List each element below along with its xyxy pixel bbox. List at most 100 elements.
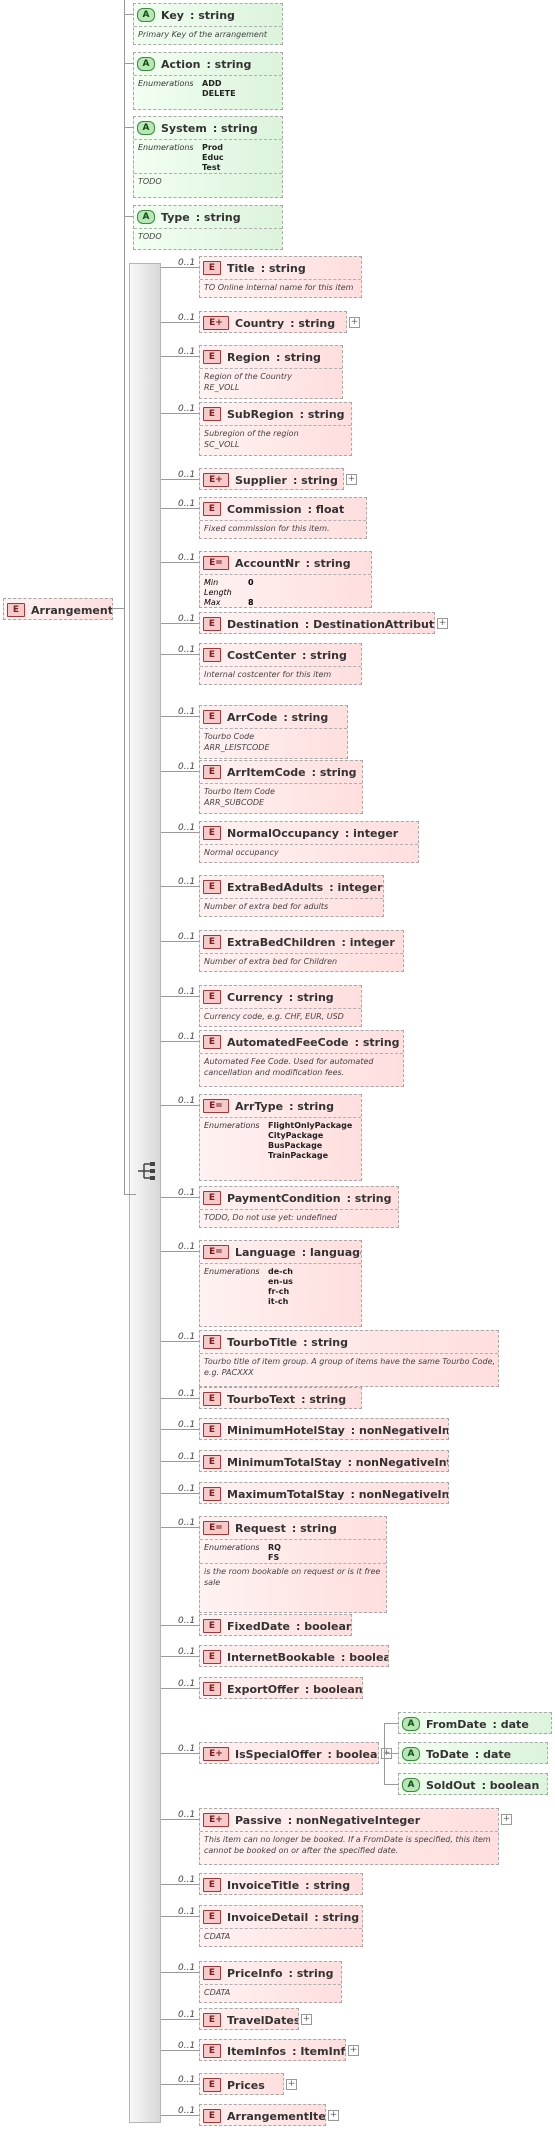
node-name: AccountNr (235, 556, 300, 570)
element-country[interactable]: E+Country: string (199, 311, 347, 333)
doc-line: Tourbo Item Code (204, 787, 275, 796)
enumeration-value: ADD (202, 79, 222, 88)
doc-line: is the room bookable on request or is it… (204, 1567, 381, 1576)
connector-line (161, 1656, 199, 1657)
expand-icon[interactable]: + (437, 618, 448, 629)
expand-icon[interactable]: + (286, 2079, 297, 2090)
occurrence-label: 0..1 (178, 1647, 196, 1657)
expand-icon[interactable]: + (346, 474, 357, 485)
documentation: TODO, Do not use yet: undefined (200, 1209, 398, 1225)
connector-line (161, 886, 199, 887)
node-type: : string (305, 556, 351, 570)
doc-line: Currency code, e.g. CHF, EUR, USD (204, 1012, 344, 1021)
connector-line (161, 479, 199, 480)
node-header: E=AccountNr: string (200, 552, 371, 574)
node-name: ArrItemCode (227, 765, 306, 779)
element-isspecialoffer[interactable]: E+IsSpecialOffer: boolean (199, 1742, 379, 1764)
element-arrangementitems[interactable]: EArrangementItems (199, 2104, 326, 2126)
element-supplier[interactable]: E+Supplier: string (199, 468, 344, 490)
occurrence-label: 0..1 (178, 1484, 196, 1494)
documentation: is the room bookable on request or is it… (200, 1563, 386, 1590)
element-icon: E (203, 826, 221, 840)
node-name: IsSpecialOffer (235, 1747, 322, 1761)
node-header: E+Supplier: string (200, 469, 343, 489)
occurrence-label: 0..1 (178, 614, 196, 624)
connector-line (161, 508, 199, 509)
element-icon: E (203, 1910, 221, 1924)
element-icon: E (203, 1455, 221, 1469)
node-type: : ItemInfos (292, 2044, 346, 2058)
node-name: Country (235, 316, 285, 330)
expand-icon[interactable]: + (348, 2045, 359, 2056)
occurrence-label: 0..1 (178, 2010, 196, 2020)
node-type: : string (206, 57, 252, 71)
element-icon: E (203, 1966, 221, 1980)
connector-line (161, 267, 199, 268)
element-icon: E= (203, 1245, 229, 1259)
connector-line (161, 1972, 199, 1973)
occurrence-label: 0..1 (178, 1810, 196, 1820)
doc-line: Fixed commission for this item. (204, 524, 330, 533)
expand-icon[interactable]: + (501, 1814, 512, 1825)
expand-icon[interactable]: + (328, 2110, 339, 2121)
doc-line: Primary Key of the arrangement (138, 30, 268, 39)
expand-icon[interactable]: + (349, 317, 360, 328)
attribute-icon: A (137, 8, 155, 22)
facet-value: 8 (248, 598, 254, 607)
documentation: Normal occupancy (200, 844, 418, 860)
connector-line (161, 356, 199, 357)
node-type: : boolean (304, 1682, 363, 1696)
expand-icon[interactable]: + (301, 2014, 312, 2025)
element-icon: E (203, 502, 221, 516)
node-name: SubRegion (227, 407, 294, 421)
node-type: : string (290, 316, 336, 330)
